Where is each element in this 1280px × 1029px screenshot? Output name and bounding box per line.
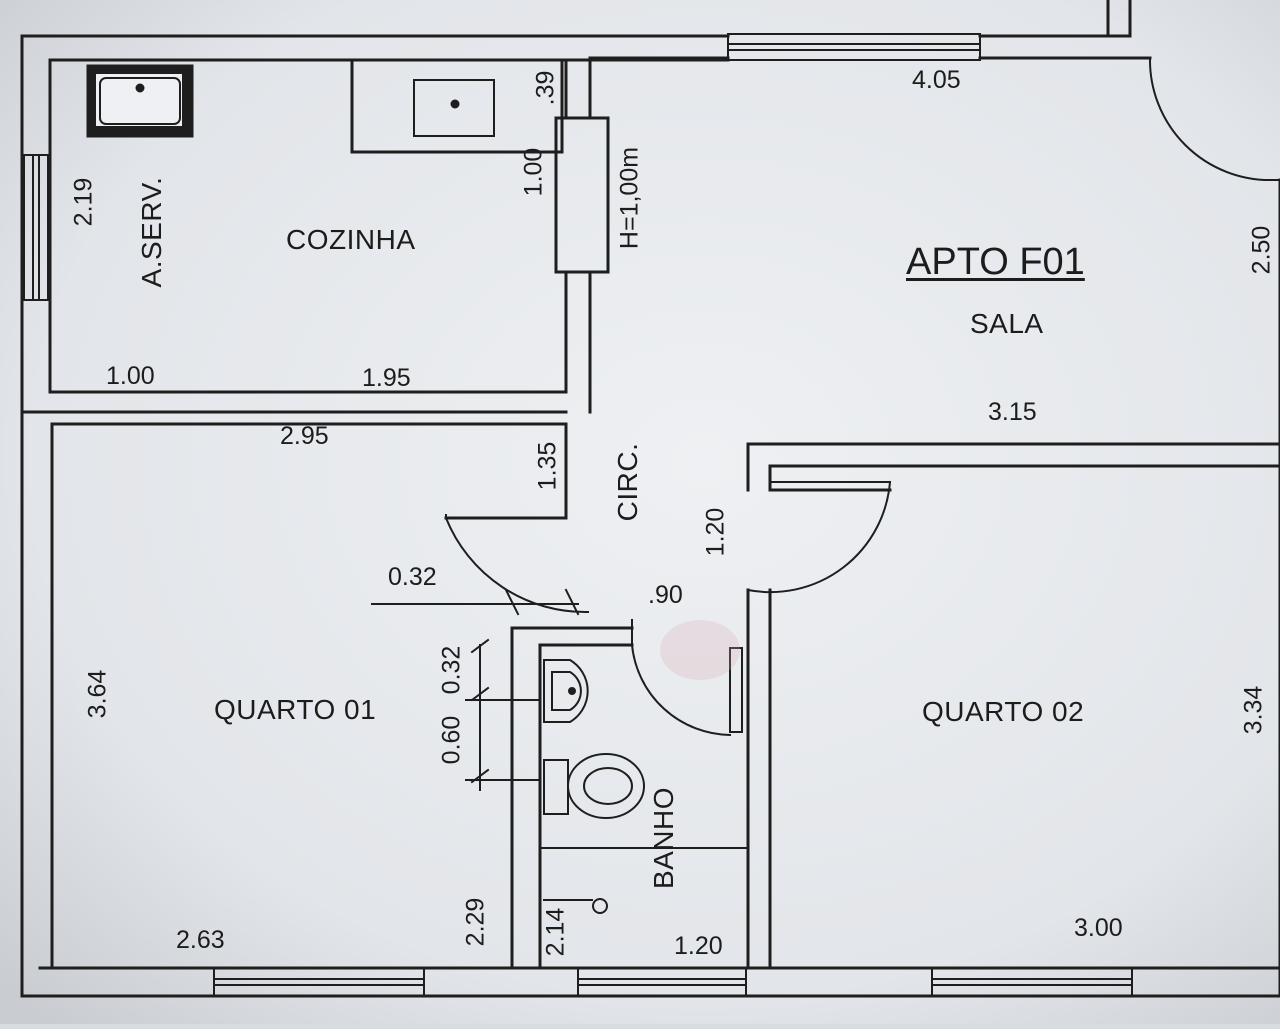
room-label-cozinha: COZINHA xyxy=(286,224,416,255)
bathroom xyxy=(539,619,750,970)
dim-quarto01-bottom-width: 2.63 xyxy=(176,926,225,954)
dim-banho-width: 1.20 xyxy=(674,932,723,960)
dim-quarto01-lower-height: 2.29 xyxy=(461,897,490,947)
dimension-lines xyxy=(465,638,541,791)
dim-circ-width: 1.20 xyxy=(701,507,730,557)
laundry-tank xyxy=(86,64,194,138)
dim-door-width: .90 xyxy=(648,581,683,609)
room-label-circulacao: CIRC. xyxy=(612,442,643,522)
dim-banho-offset-b: 0.60 xyxy=(437,715,466,765)
dim-counter-height: H=1,00m xyxy=(615,146,644,250)
room-label-area-servico: A.SERV. xyxy=(136,176,167,288)
shower xyxy=(543,898,608,914)
dim-banho-height: 2.14 xyxy=(541,907,570,957)
dim-counter-depth: .39 xyxy=(531,70,560,106)
room-label-quarto-02: QUARTO 02 xyxy=(922,696,1085,727)
dim-door-offset: 0.32 xyxy=(388,563,437,591)
apartment-title: APTO F01 xyxy=(906,241,1085,283)
dim-sala-right-height: 2.50 xyxy=(1247,225,1276,275)
dim-servico-width: 1.00 xyxy=(106,362,155,390)
quarto01-door xyxy=(371,514,590,616)
washbasin xyxy=(543,659,589,723)
dim-banho-offset-a: 0.32 xyxy=(437,645,466,695)
dim-quarto02-width: 3.00 xyxy=(1074,914,1123,942)
entry-door xyxy=(1148,56,1280,182)
dim-sala-width-bottom: 3.15 xyxy=(988,398,1037,426)
dim-sala-width-top: 4.05 xyxy=(912,66,961,94)
half-wall xyxy=(554,116,610,274)
toilet xyxy=(543,753,645,819)
dim-servico-height: 2.19 xyxy=(69,177,98,227)
kitchen-walls xyxy=(20,56,610,414)
dim-circ-length: 1.35 xyxy=(533,441,562,491)
quarto02-door xyxy=(746,480,892,594)
quarto01-walls xyxy=(50,422,634,970)
dim-counter-length: 1.00 xyxy=(519,147,548,197)
room-label-sala: SALA xyxy=(970,308,1044,339)
room-label-quarto-01: QUARTO 01 xyxy=(214,694,377,725)
bathroom-door-leaf xyxy=(729,647,743,733)
room-label-banho: BANHO xyxy=(648,786,679,890)
dim-quarto01-height: 3.64 xyxy=(83,669,112,719)
dim-cozinha-width: 1.95 xyxy=(362,364,411,392)
kitchen-sink xyxy=(413,79,495,137)
dim-quarto01-top-width: 2.95 xyxy=(280,422,329,450)
windows xyxy=(23,33,1133,997)
kitchen-counter xyxy=(350,58,564,154)
dim-quarto02-height: 3.34 xyxy=(1239,685,1268,735)
